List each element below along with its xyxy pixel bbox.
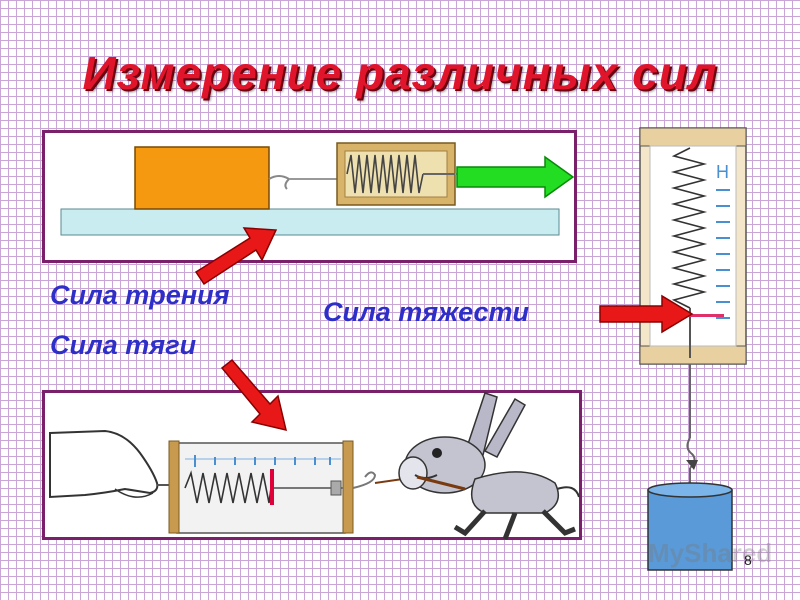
traction-spring: [184, 470, 272, 504]
weight-hook: [686, 460, 698, 470]
traction-diagram-panel: [42, 390, 582, 540]
hand-illustration: [49, 429, 159, 499]
traction-force-label: Сила тяги: [50, 330, 197, 360]
friction-arrow: [194, 227, 278, 286]
friction-diagram: [60, 142, 575, 236]
donkey-illustration: [398, 392, 580, 540]
traction-diagram: [49, 392, 580, 540]
dynamometer-spring: [346, 154, 424, 194]
gravity-spring: [670, 147, 708, 309]
gravity-dynamometer: Н: [639, 127, 747, 571]
friction-force-label: Сила трения: [50, 280, 230, 310]
watermark: MyShared: [648, 538, 773, 568]
slide-title: Измерение различных сил: [82, 47, 718, 99]
gravity-force-label: Сила тяжести: [323, 297, 529, 327]
traction-pointer: [270, 469, 274, 505]
hanging-weight: [647, 489, 733, 571]
pull-arrow-green: [456, 155, 575, 199]
gravity-pointer: [678, 314, 724, 317]
gravity-arrow: [599, 294, 694, 334]
friction-diagram-panel: [42, 130, 577, 263]
dynamometer-unit-label: Н: [716, 162, 729, 182]
slide-number: 8: [744, 552, 752, 568]
block-hook: [268, 175, 291, 190]
table-surface: [60, 208, 560, 236]
wooden-block: [134, 146, 270, 210]
traction-arrow: [220, 358, 288, 432]
